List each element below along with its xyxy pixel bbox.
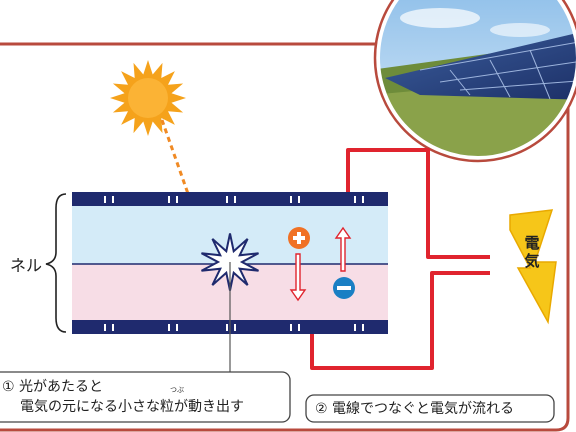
sun-icon (110, 60, 186, 136)
panel-brace (45, 193, 67, 333)
positive-charge-icon (288, 227, 310, 249)
caption-box-2 (305, 394, 555, 423)
electricity-label-2: 気 (524, 252, 539, 270)
caption-2-number: ② (315, 401, 328, 417)
caption-1-number: ① (2, 379, 15, 395)
top-electrode (72, 192, 388, 206)
caption-2-text: 電線でつなぐと電気が流れる (332, 401, 515, 417)
wire (310, 148, 446, 370)
battery-symbol (446, 255, 490, 275)
caption-box-1 (0, 371, 291, 423)
solar-farm-photo (373, 0, 576, 163)
lightning-bolt-icon: 電 気 (509, 209, 557, 325)
charge-up-arrow (334, 226, 352, 272)
caption-1-line2: 電気の元になる小さな粒が動き出す (20, 399, 244, 415)
charge-down-arrow (289, 253, 307, 302)
panel-label: ネル (10, 256, 42, 275)
caption-2: ② 電線でつなぐと電気が流れる (315, 400, 514, 418)
caption-1-ruby: つぶ (170, 386, 184, 394)
caption-1-line1: 光があたると (19, 379, 104, 395)
caption-1: ① 光があたると (2, 378, 103, 396)
negative-charge-icon (333, 277, 355, 299)
frame-border (0, 42, 570, 432)
electricity-label-1: 電 (524, 234, 539, 252)
